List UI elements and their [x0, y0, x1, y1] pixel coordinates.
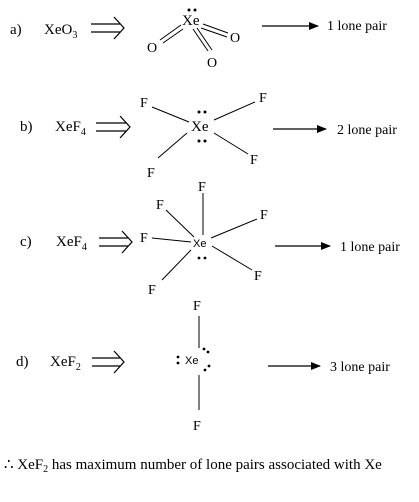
xef4-planar-fluorine-br: F	[250, 153, 258, 168]
xef2-fluorine-bottom: F	[193, 419, 201, 434]
bond-line	[213, 101, 256, 121]
lone-pair-dot	[203, 368, 207, 372]
xef2-structure: F Xe F	[176, 299, 211, 434]
bond-line	[213, 132, 249, 155]
implies-arrow-icon	[99, 230, 133, 254]
option-d-formula-sub: 2	[76, 362, 81, 373]
lone-pair-dot	[176, 361, 180, 365]
xef4-octahedral-fluorine-left: F	[140, 231, 148, 246]
conclusion-statement: has maximum number of lone pairs associa…	[51, 457, 382, 473]
lone-pair-dot	[203, 110, 207, 114]
conclusion-formula-sub: 2	[43, 464, 49, 475]
option-b-formula-base: XeF	[55, 119, 81, 135]
xef4-octahedral-fluorine-bottom-left: F	[148, 283, 156, 298]
xef4-planar-fluorine-bl: F	[147, 166, 155, 181]
xeo3-oxygen-bottom: O	[207, 56, 217, 71]
lone-pair-dot	[202, 347, 206, 351]
option-a-label: a)	[10, 22, 22, 38]
option-d-formula-base: XeF	[50, 354, 76, 370]
xeo3-structure: Xe O O O	[147, 8, 240, 71]
xef4-octahedral-fluorine-bottom-right: F	[254, 269, 262, 284]
xeo3-bond-bottom	[192, 27, 213, 52]
option-c-formula: XeF4	[56, 234, 87, 253]
lone-pair-dot	[203, 139, 207, 143]
lone-pair-dot	[187, 8, 191, 12]
xef4-octahedral-fluorine-upper-left: F	[156, 198, 164, 213]
lone-pair-dot	[197, 256, 201, 260]
implies-arrow-icon	[96, 115, 131, 139]
xeo3-bond-left	[159, 24, 184, 44]
xef2-fluorine-top: F	[193, 299, 201, 314]
option-a-result: 1 lone pair	[327, 19, 387, 34]
lone-pair-dot	[193, 8, 197, 12]
option-c-result: 1 lone pair	[340, 240, 400, 255]
therefore-symbol: ∴	[4, 457, 14, 473]
option-d: d) XeF2 F Xe F 3 lone pair	[16, 299, 390, 434]
bond-line	[151, 237, 192, 243]
lone-pair-dot	[176, 355, 180, 359]
xef4-planar-fluorine-tr: F	[259, 91, 267, 106]
option-c-formula-base: XeF	[56, 234, 82, 250]
xeo3-oxygen-left: O	[147, 41, 157, 56]
lone-pair-dot	[197, 139, 201, 143]
implies-arrow-icon	[91, 16, 125, 40]
option-b: b) XeF4 Xe F F F F 2 lone pair	[20, 91, 397, 181]
xeo3-oxygen-right: O	[230, 31, 240, 46]
xef2-central-atom: Xe	[185, 355, 198, 367]
option-d-label: d)	[16, 354, 29, 370]
option-c-formula-sub: 4	[82, 242, 87, 253]
lone-pair-dot	[207, 364, 211, 368]
option-a-formula: XeO3	[44, 22, 77, 41]
xeo3-central-atom: Xe	[182, 13, 200, 29]
option-c-label: c)	[20, 234, 32, 250]
lone-pair-dot	[203, 256, 207, 260]
bond-line	[161, 249, 192, 281]
option-b-formula: XeF4	[55, 119, 86, 138]
bond-line	[157, 132, 188, 159]
lone-pair-dot	[206, 350, 210, 354]
option-a: a) XeO3 Xe O O O	[10, 8, 387, 71]
option-a-formula-base: XeO	[44, 22, 72, 38]
xef4-planar-structure: Xe F F F F	[140, 91, 267, 181]
xeo3-bond-right	[200, 23, 229, 38]
option-b-formula-sub: 4	[81, 127, 86, 138]
conclusion-formula-base: XeF	[17, 457, 44, 473]
xef4-octahedral-structure: Xe F F F F F F	[140, 180, 268, 298]
bond-line	[151, 106, 190, 123]
option-b-result: 2 lone pair	[337, 123, 397, 138]
bond-line	[211, 245, 253, 271]
lone-pair-dot	[197, 110, 201, 114]
implies-arrow-icon	[92, 350, 125, 374]
xef4-octahedral-fluorine-right: F	[260, 208, 268, 223]
bond-line	[210, 218, 258, 239]
xef4-octahedral-fluorine-top: F	[198, 180, 206, 195]
xef4-octahedral-central-atom: Xe	[193, 238, 206, 250]
xef4-planar-central-atom: Xe	[191, 119, 209, 135]
option-a-formula-sub: 3	[72, 30, 77, 41]
option-c: c) XeF4 Xe F F F F F F 1 lone pair	[20, 180, 400, 298]
conclusion-text: ∴ XeF2 has maximum number of lone pairs …	[4, 454, 416, 476]
bond-line	[165, 209, 195, 238]
option-b-label: b)	[20, 119, 33, 135]
option-d-result: 3 lone pair	[330, 360, 390, 375]
option-d-formula: XeF2	[50, 354, 81, 373]
xef4-planar-fluorine-tl: F	[140, 96, 148, 111]
